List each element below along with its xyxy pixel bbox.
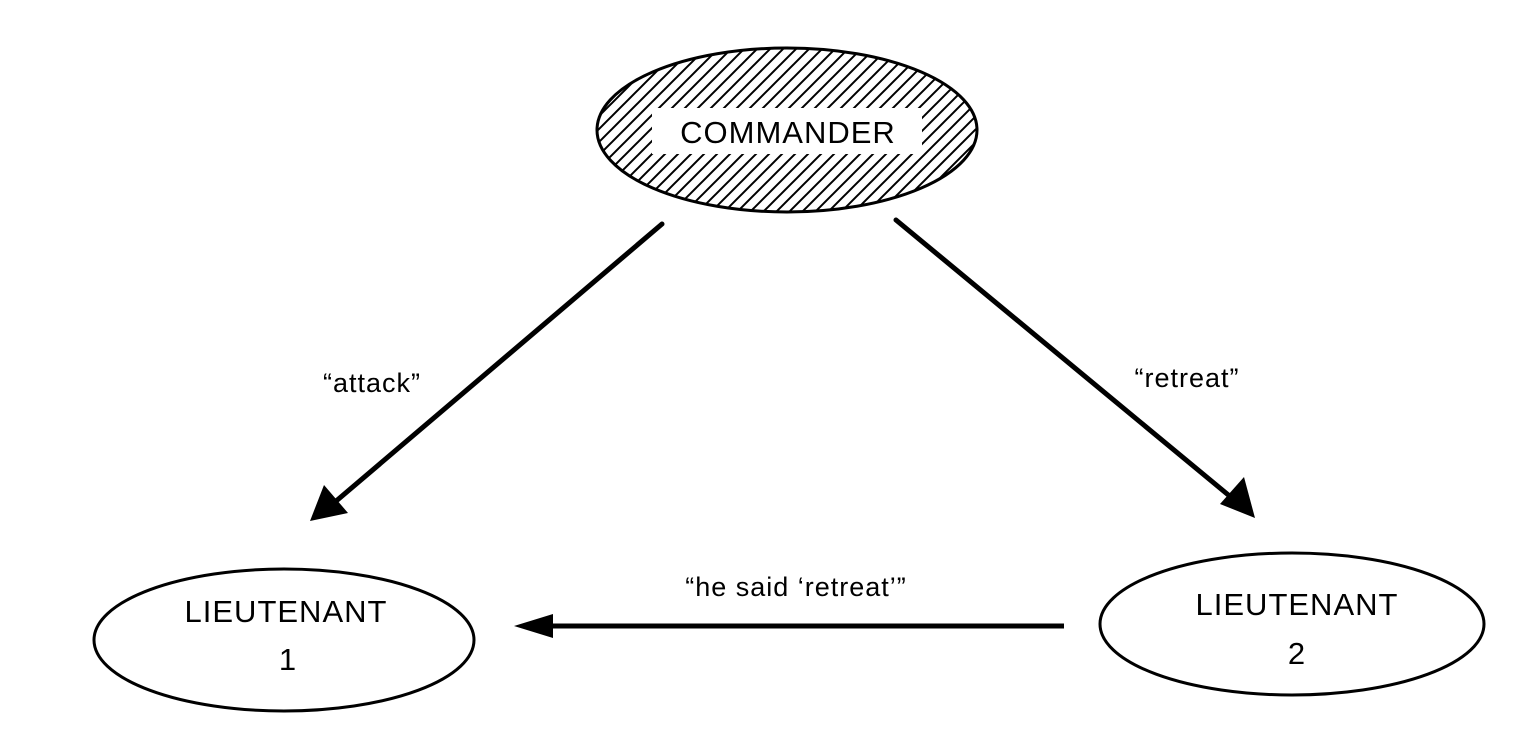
lieutenant-2-label-line2: 2 bbox=[1288, 636, 1306, 671]
edge-commander-to-lieutenant-2-label: “retreat” bbox=[1134, 363, 1239, 393]
arrowhead-lieutenant-1-from-2 bbox=[514, 614, 553, 638]
arrowhead-lieutenant-1 bbox=[310, 485, 348, 521]
commander-node: COMMANDER bbox=[595, 46, 979, 214]
lieutenant-2-node: LIEUTENANT 2 bbox=[1098, 551, 1486, 697]
edge-commander-to-lieutenant-2: “retreat” bbox=[893, 217, 1255, 518]
lieutenant-2-label-line1: LIEUTENANT bbox=[1196, 587, 1399, 622]
edge-commander-to-lieutenant-1-line bbox=[332, 221, 665, 505]
edge-commander-to-lieutenant-2-line bbox=[893, 217, 1235, 501]
lieutenant-1-node: LIEUTENANT 1 bbox=[92, 567, 476, 713]
lieutenant-1-ellipse bbox=[92, 567, 476, 713]
edge-commander-to-lieutenant-1: “attack” bbox=[310, 221, 665, 521]
commander-label: COMMANDER bbox=[680, 115, 896, 150]
lieutenant-1-label-line1: LIEUTENANT bbox=[185, 594, 388, 629]
edge-commander-to-lieutenant-1-label: “attack” bbox=[323, 368, 421, 398]
lieutenant-2-ellipse bbox=[1098, 551, 1486, 697]
arrowhead-lieutenant-2 bbox=[1220, 477, 1255, 518]
edge-lieutenant-2-to-lieutenant-1: “he said ‘retreat’” bbox=[514, 572, 1064, 638]
commander-label-backdrop bbox=[652, 108, 922, 154]
edge-lieutenant-2-to-lieutenant-1-label: “he said ‘retreat’” bbox=[685, 572, 907, 602]
lieutenant-1-label-line2: 1 bbox=[279, 642, 297, 677]
